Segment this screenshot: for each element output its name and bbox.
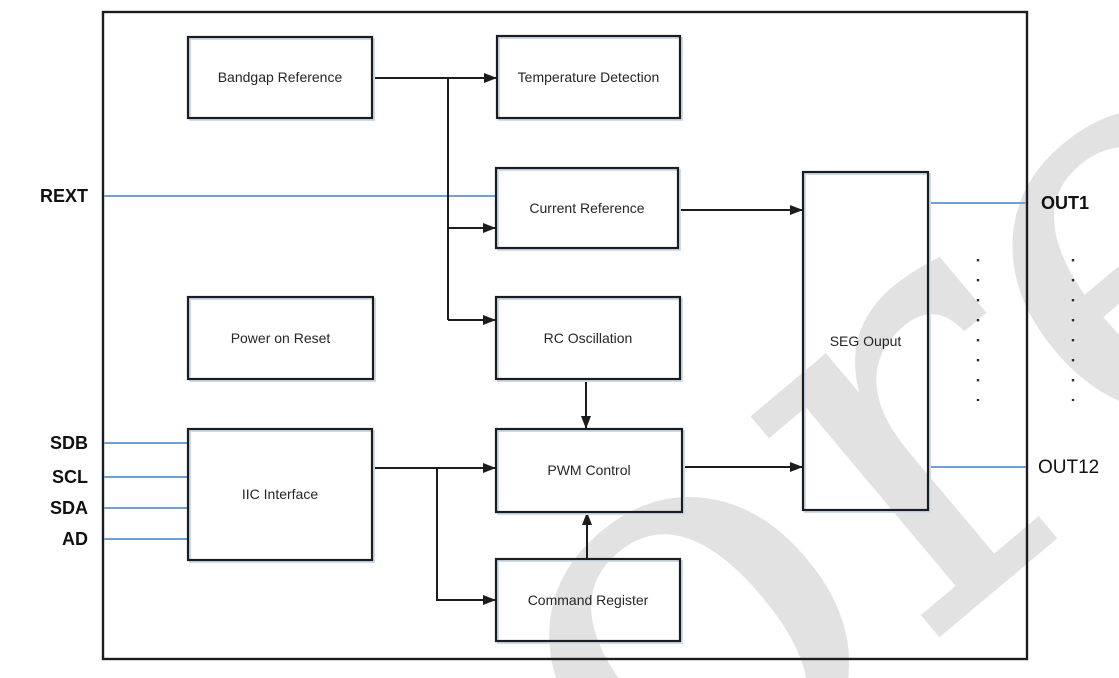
block-label-command-register: Command Register — [528, 592, 649, 608]
block-bandgap-reference — [186, 35, 374, 120]
block-rc-oscillation — [494, 295, 682, 381]
block-label-power-on-reset: Power on Reset — [231, 330, 331, 346]
pin-label-sdb: SDB — [50, 433, 88, 453]
pin-label-out12: OUT12 — [1038, 457, 1099, 478]
block-iic-interface — [186, 427, 374, 562]
block-shadows — [189, 37, 931, 644]
block-label-bandgap-reference: Bandgap Reference — [218, 69, 343, 85]
chip-boundary — [101, 10, 1029, 661]
pin-label-ad: AD — [62, 529, 88, 549]
block-power-on-reset — [186, 295, 375, 381]
block-label-rc-oscillation: RC Oscillation — [544, 330, 633, 346]
right-pin-wires — [928, 202, 1026, 468]
wire-iic-to-cmd-reg — [436, 468, 496, 605]
pin-label-rext: REXT — [40, 186, 88, 206]
block-label-iic-interface: IIC Interface — [242, 486, 318, 502]
block-command-register — [494, 557, 682, 643]
block-seg-output — [801, 170, 930, 512]
pin-label-sda: SDA — [50, 498, 88, 518]
internal-wires — [372, 73, 803, 605]
block-label-temperature-detection: Temperature Detection — [518, 69, 660, 85]
left-pin-wires — [104, 195, 496, 540]
block-label-seg-output: SEG Ouput — [830, 333, 902, 349]
pin-label-out1: OUT1 — [1041, 193, 1089, 213]
blocks — [186, 34, 930, 643]
block-label-pwm-control: PWM Control — [547, 462, 630, 478]
block-temperature-detection — [495, 34, 682, 120]
block-label-current-reference: Current Reference — [529, 200, 644, 216]
block-current-reference — [494, 166, 680, 250]
block-labels: Bandgap Reference Temperature Detection … — [218, 69, 902, 608]
pin-labels: REXT SDB SCL SDA AD OUT1 OUT12 — [40, 186, 1099, 549]
block-pwm-control — [494, 427, 684, 514]
pin-label-scl: SCL — [52, 467, 88, 487]
